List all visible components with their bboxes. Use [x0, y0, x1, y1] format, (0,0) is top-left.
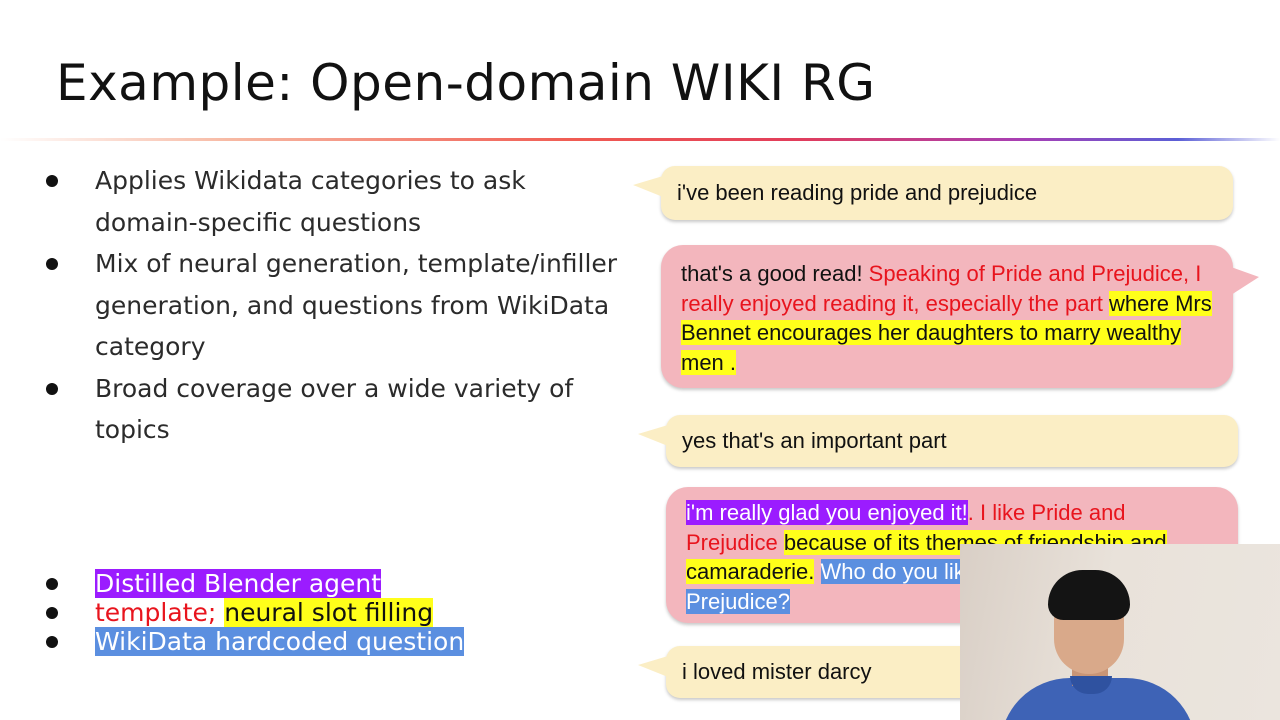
bullet-list: Applies Wikidata categories to ask domai… [44, 160, 624, 451]
speaker-webcam [960, 544, 1280, 720]
legend-wikidata-label: WikiData hardcoded question [95, 627, 465, 656]
message-template: Speaking of Pride and Prejudice, I reall… [681, 261, 1202, 316]
message-text: i've been reading pride and prejudice [677, 180, 1038, 205]
message-space [778, 530, 784, 555]
legend-item-distilled: Distilled Blender agent [44, 569, 464, 598]
bullet-text: Applies Wikidata categories to ask domai… [95, 166, 526, 237]
bot-message-1: that's a good read! Speaking of Pride an… [661, 245, 1259, 388]
bullet-item: Applies Wikidata categories to ask domai… [44, 160, 624, 243]
bubble-tail [638, 656, 668, 677]
speaker-collar [1070, 676, 1112, 694]
bullet-text: Broad coverage over a wide variety of to… [95, 373, 574, 445]
legend-neural-label: neural slot filling [224, 598, 434, 627]
bullet-dot [46, 382, 58, 395]
message-distilled: i'm really glad you enjoyed it! [686, 500, 968, 525]
user-message-2: yes that's an important part [638, 415, 1238, 467]
title-divider [0, 138, 1280, 141]
message-template: . I like Pride and Prejudice [686, 500, 1126, 555]
speaker-hair [1048, 570, 1130, 620]
message-space [814, 559, 820, 584]
bullet-dot [46, 636, 58, 648]
bubble-tail [638, 425, 668, 446]
bubble-tail [633, 176, 663, 197]
legend-distilled-label: Distilled Blender agent [95, 569, 382, 598]
legend-item-template: template; neural slot filling [44, 598, 464, 627]
bubble-tail [1231, 267, 1259, 295]
bullet-item: Broad coverage over a wide variety of to… [44, 368, 624, 451]
color-legend: Distilled Blender agent template; neural… [44, 569, 465, 656]
bullet-dot [46, 258, 58, 270]
bullet-item: Mix of neural generation, template/infil… [44, 243, 624, 368]
message-text: i loved mister darcy [682, 659, 872, 684]
bullet-dot [46, 578, 58, 590]
message-text: yes that's an important part [682, 428, 947, 453]
bullet-dot [46, 607, 58, 619]
legend-item-wikidata: WikiData hardcoded question [44, 627, 465, 656]
bullet-dot [46, 175, 58, 187]
message-plain: that's a good read! [681, 261, 869, 286]
legend-template-label: template; [95, 598, 217, 627]
slide-title: Example: Open-domain WIKI RG [56, 54, 876, 112]
user-message-1: i've been reading pride and prejudice [633, 166, 1233, 220]
bubble-tail [1236, 509, 1238, 537]
bullet-text: Mix of neural generation, template/infil… [95, 249, 618, 361]
